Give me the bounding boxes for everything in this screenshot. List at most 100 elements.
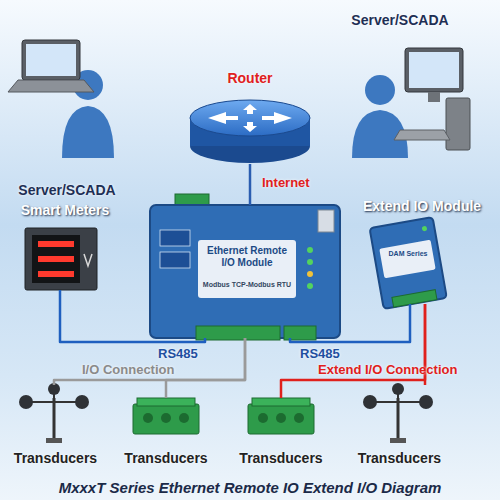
transducer: Transducers <box>245 398 317 438</box>
cup <box>392 383 404 395</box>
pole <box>397 398 400 442</box>
pc-user <box>352 48 470 158</box>
node-label: Transducers <box>112 450 220 466</box>
connector-line <box>249 164 252 205</box>
node-label: Smart Meters <box>10 202 120 218</box>
meter-digits <box>38 271 74 277</box>
node-label: Extend IO Module <box>358 198 486 214</box>
cup <box>363 395 377 409</box>
status-led <box>422 226 428 232</box>
edge-label: RS485 <box>158 346 198 361</box>
laptop-display <box>26 44 76 76</box>
block-top <box>252 398 310 406</box>
node-label: Server/SCADA <box>345 12 455 28</box>
volt-symbol <box>84 254 92 266</box>
block-top <box>137 398 195 406</box>
edge-label: Internet <box>262 175 310 190</box>
transducer: Transducers <box>18 385 90 443</box>
block-body <box>248 404 314 434</box>
monitor <box>405 48 463 92</box>
router-arrow <box>243 104 257 114</box>
extend-module <box>370 217 447 309</box>
screw <box>294 413 304 423</box>
meter-case <box>25 228 97 290</box>
laptop-user <box>8 40 114 158</box>
keyboard <box>394 130 450 140</box>
cup <box>419 395 433 409</box>
terminal-transducer <box>248 398 314 434</box>
user-head <box>365 75 395 105</box>
anemometer <box>363 383 433 443</box>
connector-line <box>281 304 425 398</box>
laptop-screen <box>22 40 80 80</box>
cup <box>19 395 33 409</box>
node-label: DAM Series <box>378 250 438 258</box>
ethernet-port <box>318 210 334 232</box>
terminal-block <box>392 290 437 307</box>
node-label: Transducers <box>347 450 452 466</box>
base <box>46 438 62 443</box>
screw <box>161 413 171 423</box>
front-plate <box>379 240 435 279</box>
connector-line <box>54 338 245 385</box>
router-arrow <box>208 112 238 124</box>
router-arrow <box>262 112 292 124</box>
smart-meter <box>25 228 97 290</box>
status-led <box>307 283 313 289</box>
block-body <box>133 404 199 434</box>
transducer: Transducers <box>130 398 202 438</box>
io-module: Ethernet Remote I/O ModuleModbus TCP-Mod… <box>150 205 340 338</box>
screw <box>179 413 189 423</box>
status-led <box>307 247 313 253</box>
extend-module: Extend IO ModuleDAM Series <box>372 222 442 304</box>
connector-line <box>60 290 205 342</box>
router-top <box>190 100 310 136</box>
cup <box>48 383 60 395</box>
terminal-block <box>284 326 316 340</box>
terminal-transducer <box>133 398 199 434</box>
monitor-display <box>409 52 459 88</box>
base <box>390 438 406 443</box>
module-case <box>150 205 340 338</box>
server-scada: Server/SCADA <box>345 40 475 150</box>
edge-label: Extend I/O Connection <box>318 362 457 377</box>
pole <box>53 398 56 442</box>
screw <box>143 413 153 423</box>
connector-line <box>290 304 410 342</box>
meter-digits <box>38 241 74 247</box>
smart-meter: Smart Meters <box>25 228 97 290</box>
screw <box>258 413 268 423</box>
edge-label: I/O Connection <box>82 362 174 377</box>
monitor-stand <box>428 92 440 102</box>
node-label: Ethernet Remote I/O Module <box>205 245 289 268</box>
node-label: Transducers <box>3 450 108 466</box>
io-module <box>150 194 340 340</box>
meter-digits <box>38 256 74 262</box>
transducer: Transducers <box>362 385 434 443</box>
node-label: Router <box>190 70 310 86</box>
anemometer <box>19 383 89 443</box>
terminal-block <box>196 326 280 340</box>
status-panel <box>160 230 190 246</box>
meter-display <box>32 235 80 283</box>
node-label: Server/SCADA <box>12 182 122 198</box>
router: Router <box>190 88 310 164</box>
diagram-title: MxxxT Series Ethernet Remote IO Extend I… <box>0 479 500 496</box>
node-label: Transducers <box>227 450 335 466</box>
status-led <box>307 259 313 265</box>
edge-label: RS485 <box>300 346 340 361</box>
router-symbol <box>190 100 310 163</box>
module-case <box>370 217 447 309</box>
cup <box>75 395 89 409</box>
user-body <box>62 106 114 158</box>
node-label: Modbus TCP-Modbus RTU <box>200 281 294 289</box>
status-led <box>307 271 313 277</box>
status-panel <box>160 252 190 268</box>
screw <box>276 413 286 423</box>
laptop-keyboard <box>8 80 94 92</box>
pc-tower <box>446 98 470 150</box>
router-arrow <box>243 122 257 132</box>
